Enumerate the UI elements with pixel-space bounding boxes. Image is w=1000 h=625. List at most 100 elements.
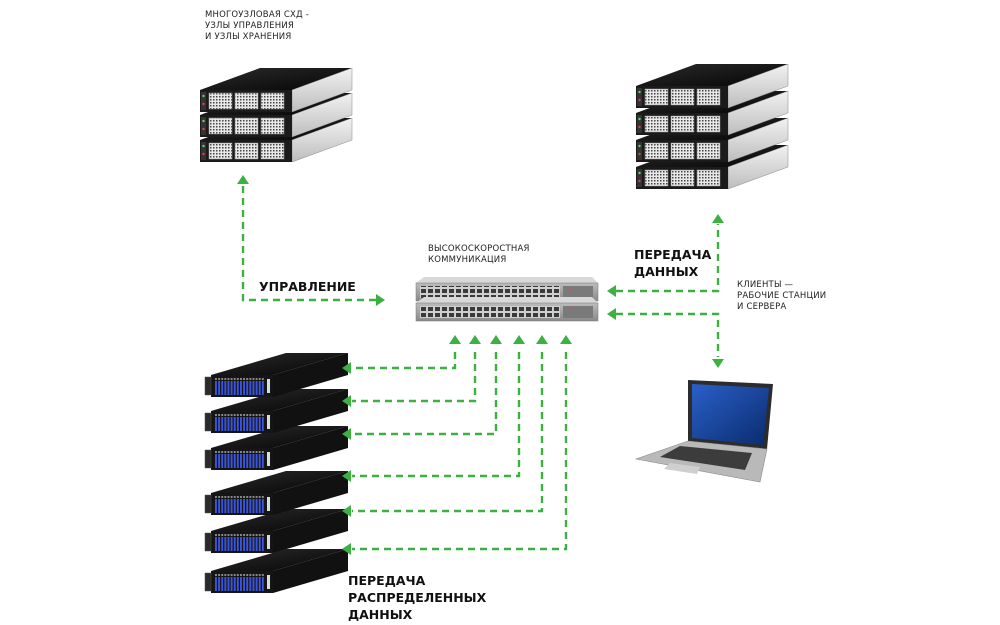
data-servers-bottom-left <box>204 353 348 593</box>
drive-bay <box>240 577 242 591</box>
mesh-panel <box>260 92 285 110</box>
data-transfer-arrow-head-up <box>712 214 724 223</box>
drive-latch <box>249 378 252 380</box>
mesh-panel <box>208 92 233 110</box>
data-transfer-arrow-line-upper <box>616 224 720 293</box>
drive-bay <box>218 381 221 395</box>
drive-latch <box>230 574 233 576</box>
mesh-panel <box>260 117 285 135</box>
drive-latch <box>240 414 242 416</box>
status-indicator <box>267 535 270 549</box>
drive-bay <box>233 381 236 395</box>
switch-led <box>569 288 571 290</box>
led-red <box>638 98 641 102</box>
server-top <box>211 509 348 531</box>
drive-latch <box>230 496 233 498</box>
drive-latch <box>243 534 246 536</box>
drive-latch <box>240 534 242 536</box>
drive-bay <box>246 537 249 551</box>
led-red <box>638 152 641 156</box>
drive-bay <box>252 537 255 551</box>
drive-bay <box>258 417 261 431</box>
switch-unit-top <box>415 277 599 302</box>
network-switch <box>415 277 599 322</box>
distributed-arrow-line <box>352 352 498 436</box>
drive-bay <box>230 499 233 513</box>
drive-latch <box>258 534 261 536</box>
drive-bay <box>227 454 230 468</box>
drive-latch <box>252 378 255 380</box>
drive-latch <box>233 414 236 416</box>
drive-latch <box>227 414 230 416</box>
drive-bay <box>236 381 239 395</box>
drive-bay <box>240 454 242 468</box>
mesh-panel <box>234 142 259 160</box>
drive-latch <box>246 534 249 536</box>
drive-bay <box>255 454 258 468</box>
drive-latch <box>249 414 252 416</box>
data-server <box>204 509 348 553</box>
drive-bay <box>258 537 261 551</box>
drive-latch <box>249 534 252 536</box>
rack-ear <box>204 572 212 592</box>
drive-bay <box>240 417 242 431</box>
drive-latch <box>243 496 246 498</box>
led-green <box>638 144 641 148</box>
storage-stack-top-left <box>200 67 353 163</box>
drive-bay <box>258 454 261 468</box>
drive-bay <box>236 417 239 431</box>
drive-bay <box>258 499 261 513</box>
drive-bay <box>224 417 227 431</box>
drive-bay <box>252 381 255 395</box>
drive-latch <box>227 534 230 536</box>
drive-bay <box>258 577 261 591</box>
drive-bay <box>255 577 258 591</box>
drive-latch <box>249 451 252 453</box>
drive-bay <box>233 417 236 431</box>
distributed-arrow-line <box>352 352 568 551</box>
drive-latch <box>249 496 252 498</box>
drive-bay <box>246 499 249 513</box>
drive-latch <box>243 451 246 453</box>
data-server <box>204 471 348 515</box>
drive-latch <box>236 496 239 498</box>
drive-latch <box>224 534 227 536</box>
server-led-panel <box>637 169 642 187</box>
led-green <box>638 90 641 94</box>
management-arrow-line <box>241 186 376 302</box>
drive-latch <box>227 378 230 380</box>
server-side <box>273 471 348 515</box>
drive-bay <box>243 381 246 395</box>
drive-bay <box>233 577 236 591</box>
drive-latch <box>215 574 217 576</box>
server-side <box>273 426 348 470</box>
drive-latch <box>230 378 233 380</box>
data-transfer-arrow-head-left-lower <box>607 308 616 320</box>
drive-latch <box>240 574 242 576</box>
storage-nodes-caption: МНОГОУЗЛОВАЯ СХД - УЗЛЫ УПРАВЛЕНИЯ И УЗЛ… <box>205 10 310 42</box>
drive-bay <box>224 577 227 591</box>
distributed-arrow-head-up <box>490 335 502 344</box>
drive-bay <box>227 499 230 513</box>
drive-latch <box>215 414 217 416</box>
rack-ear <box>204 494 212 514</box>
drive-latch <box>261 414 264 416</box>
drive-bay <box>221 537 224 551</box>
distributed-arrow-head-left <box>342 395 351 407</box>
distributed-arrow-line <box>352 352 521 478</box>
drive-latch <box>227 451 230 453</box>
drive-bay <box>221 381 224 395</box>
drive-bay <box>243 417 246 431</box>
server-led-panel <box>201 142 206 160</box>
drive-latch <box>252 496 255 498</box>
led-red <box>638 179 641 183</box>
data-server <box>204 426 348 470</box>
drive-latch <box>246 378 249 380</box>
distributed-arrow-head-left <box>342 428 351 440</box>
drive-latch <box>236 451 239 453</box>
rack-ear <box>204 412 212 432</box>
drive-latch <box>258 451 261 453</box>
drive-latch <box>236 378 239 380</box>
drive-bay <box>252 454 255 468</box>
drive-latch <box>224 496 227 498</box>
